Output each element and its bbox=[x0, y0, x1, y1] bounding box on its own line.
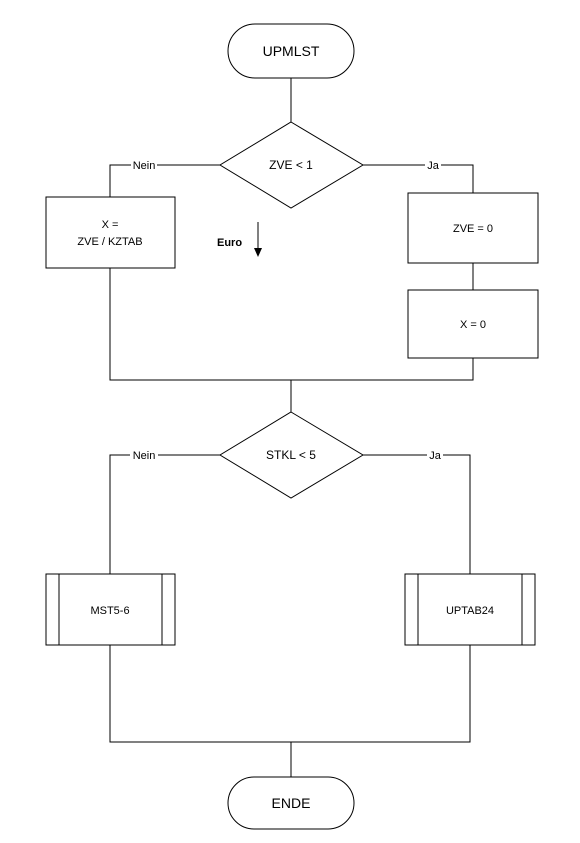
process-x-line1: X = bbox=[102, 219, 119, 231]
decision1-no-label-bg bbox=[131, 158, 157, 172]
decision-zve: ZVE < 1 bbox=[219, 121, 364, 209]
subprocess-uptab24: UPTAB24 bbox=[404, 573, 536, 646]
end-label: ENDE bbox=[272, 795, 311, 811]
process-x-zve-kztab: X = ZVE / KZTAB bbox=[45, 196, 176, 269]
connector-yes1b-merge bbox=[291, 358, 474, 381]
decision-zve-label: ZVE < 1 bbox=[269, 158, 313, 172]
decision1-yes-label-bg bbox=[425, 158, 441, 172]
decision2-yes-label: Ja bbox=[429, 450, 442, 462]
decision2-yes-label-bg bbox=[427, 448, 443, 462]
connector-decision2-no bbox=[109, 454, 220, 574]
start-terminator: UPMLST bbox=[227, 23, 355, 79]
process-x-zero-label: X = 0 bbox=[460, 319, 486, 331]
decision-stkl-label: STKL < 5 bbox=[266, 448, 316, 462]
connector-no1-merge bbox=[109, 268, 291, 381]
decision-stkl: STKL < 5 bbox=[219, 411, 364, 499]
connector-yes2-merge bbox=[291, 645, 471, 743]
process-x-zero: X = 0 bbox=[407, 289, 539, 359]
process-zve-zero-label: ZVE = 0 bbox=[453, 223, 493, 235]
subprocess-mst5-6: MST5-6 bbox=[45, 573, 176, 646]
connector-decision2-yes bbox=[363, 454, 471, 574]
subprocess-mst5-6-label: MST5-6 bbox=[90, 605, 129, 617]
connector-no2-merge bbox=[109, 645, 291, 743]
decision1-no-label: Nein bbox=[133, 160, 156, 172]
end-terminator: ENDE bbox=[227, 776, 355, 830]
euro-note: Euro bbox=[217, 222, 262, 257]
start-label: UPMLST bbox=[263, 43, 320, 59]
decision2-no-label: Nein bbox=[133, 450, 156, 462]
connector-decision1-no bbox=[109, 164, 220, 197]
connectors bbox=[109, 78, 474, 777]
connector-decision1-yes bbox=[363, 164, 474, 193]
arrow-head-icon bbox=[254, 248, 262, 257]
euro-label: Euro bbox=[217, 237, 242, 249]
decision1-yes-label: Ja bbox=[427, 160, 440, 172]
decision2-no-label-bg bbox=[130, 448, 158, 462]
subprocess-uptab24-label: UPTAB24 bbox=[446, 605, 494, 617]
process-zve-zero: ZVE = 0 bbox=[407, 192, 539, 264]
process-x-line2: ZVE / KZTAB bbox=[77, 236, 142, 248]
